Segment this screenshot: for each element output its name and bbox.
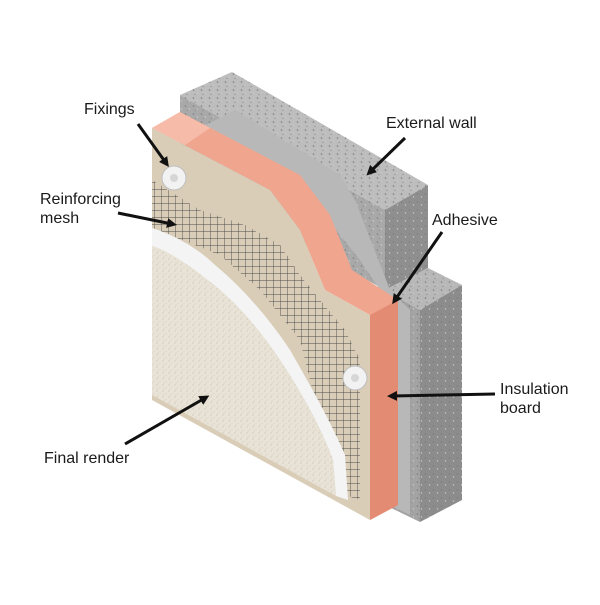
insulation-side-edge bbox=[370, 300, 398, 520]
fixing-top bbox=[161, 165, 187, 191]
label-external-wall: External wall bbox=[386, 114, 477, 133]
label-reinforcing-mesh-line1: Reinforcing bbox=[40, 191, 121, 208]
label-insulation-board-line1: Insulation bbox=[500, 381, 569, 398]
fixing-bottom bbox=[342, 365, 368, 391]
arrow-final-render bbox=[124, 395, 210, 446]
arrow-reinforcing-mesh bbox=[117, 211, 177, 228]
insulation-top-edge bbox=[152, 112, 210, 145]
final-render-layer bbox=[152, 246, 336, 496]
label-final-render: Final render bbox=[44, 449, 129, 468]
label-insulation-board: Insulation board bbox=[500, 380, 569, 418]
label-insulation-board-line2: board bbox=[500, 400, 541, 417]
arrow-external-wall bbox=[366, 136, 407, 176]
label-adhesive: Adhesive bbox=[432, 211, 498, 230]
arrow-adhesive bbox=[392, 231, 444, 305]
label-reinforcing-mesh-line2: mesh bbox=[40, 210, 80, 227]
arrow-insulation-board bbox=[387, 390, 496, 401]
arrow-fixings bbox=[136, 123, 169, 168]
label-final-render-text: Final render bbox=[44, 450, 130, 467]
label-external-wall-text: External wall bbox=[386, 115, 477, 132]
insulation-board bbox=[152, 112, 398, 520]
label-fixings-text: Fixings bbox=[84, 101, 135, 118]
label-fixings: Fixings bbox=[84, 100, 135, 119]
label-reinforcing-mesh: Reinforcing mesh bbox=[40, 190, 121, 228]
label-adhesive-text: Adhesive bbox=[432, 212, 498, 229]
adhesive-layer bbox=[200, 110, 410, 515]
